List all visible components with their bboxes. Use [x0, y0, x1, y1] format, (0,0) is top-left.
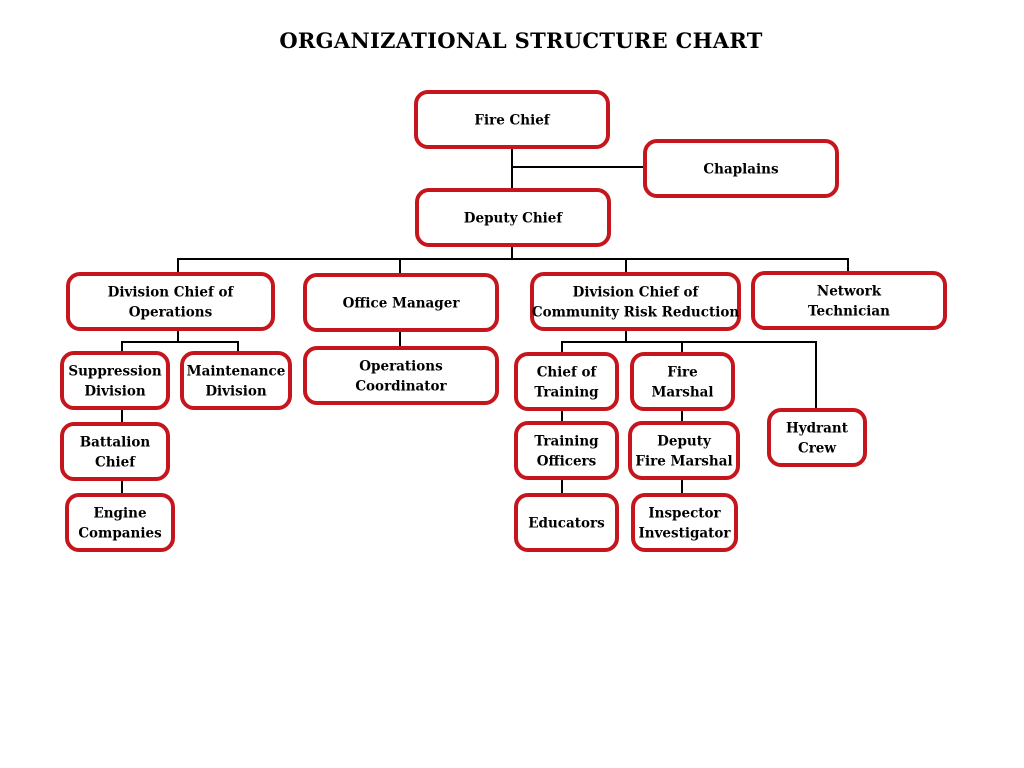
node-box: [643, 139, 839, 198]
node-box: [65, 493, 175, 552]
node-label: Crew: [798, 441, 836, 457]
node-label: Coordinator: [355, 379, 447, 395]
node-label: Operations: [359, 359, 443, 375]
node-box: [514, 421, 619, 480]
node-box: [60, 351, 170, 410]
node-label: Officers: [537, 454, 597, 470]
node-label: Hydrant: [786, 421, 849, 437]
node-label: Companies: [78, 526, 162, 542]
node-box: [303, 346, 499, 405]
node-box: [414, 90, 610, 149]
node-label: Technician: [808, 304, 890, 320]
node-label: Division Chief of: [108, 285, 235, 301]
node-label: Investigator: [638, 526, 731, 542]
node-label: Training: [534, 434, 599, 450]
node-box: [415, 188, 611, 247]
node-label: Fire Chief: [474, 113, 550, 129]
node-box: [631, 493, 738, 552]
node-label: Community Risk Reduction: [532, 305, 740, 321]
node-label: Suppression: [68, 364, 161, 380]
node-box: [514, 493, 619, 552]
node-label: Marshal: [651, 385, 713, 401]
connectors: [121, 146, 849, 496]
chart-title: ORGANIZATIONAL STRUCTURE CHART: [279, 28, 762, 53]
node-label: Office Manager: [343, 296, 461, 312]
node-label: Chief: [95, 455, 136, 471]
node-box: [767, 408, 867, 467]
node-label: Battalion: [80, 435, 151, 451]
node-box: [751, 271, 947, 330]
node-box: [180, 351, 292, 410]
node-label: Fire: [667, 365, 697, 381]
node-box: [303, 273, 499, 332]
node-deputy-chief: Deputy Chief: [415, 188, 611, 247]
node-label: Deputy Chief: [464, 211, 564, 227]
node-label: Fire Marshal: [635, 454, 732, 470]
node-label: Deputy: [657, 434, 712, 450]
node-label: Chief of: [537, 365, 598, 381]
node-box: [66, 272, 275, 331]
node-label: Division: [205, 384, 267, 400]
node-div-chief-operations: Division Chief of Operations: [66, 272, 275, 331]
node-educators: Educators: [514, 493, 619, 552]
node-label: Division Chief of: [573, 285, 700, 301]
node-label: Network: [817, 284, 882, 300]
node-label: Inspector: [648, 506, 721, 522]
node-label: Engine: [93, 506, 146, 522]
node-box: [628, 421, 740, 480]
node-label: Operations: [129, 305, 213, 321]
node-label: Chaplains: [703, 162, 779, 178]
node-office-manager: Office Manager: [303, 273, 499, 332]
node-label: Training: [534, 385, 599, 401]
node-label: Maintenance: [187, 364, 286, 380]
node-box: [530, 272, 741, 331]
node-box: [60, 422, 170, 481]
node-fire-chief: Fire Chief: [414, 90, 610, 149]
node-div-chief-crr: Division Chief of Community Risk Reductio…: [530, 272, 741, 331]
node-box: [514, 352, 619, 411]
node-chief-of-training: Chief of Training: [514, 352, 619, 411]
node-label: Division: [84, 384, 146, 400]
node-chaplains: Chaplains: [643, 139, 839, 198]
node-label: Educators: [528, 516, 605, 532]
node-box: [630, 352, 735, 411]
